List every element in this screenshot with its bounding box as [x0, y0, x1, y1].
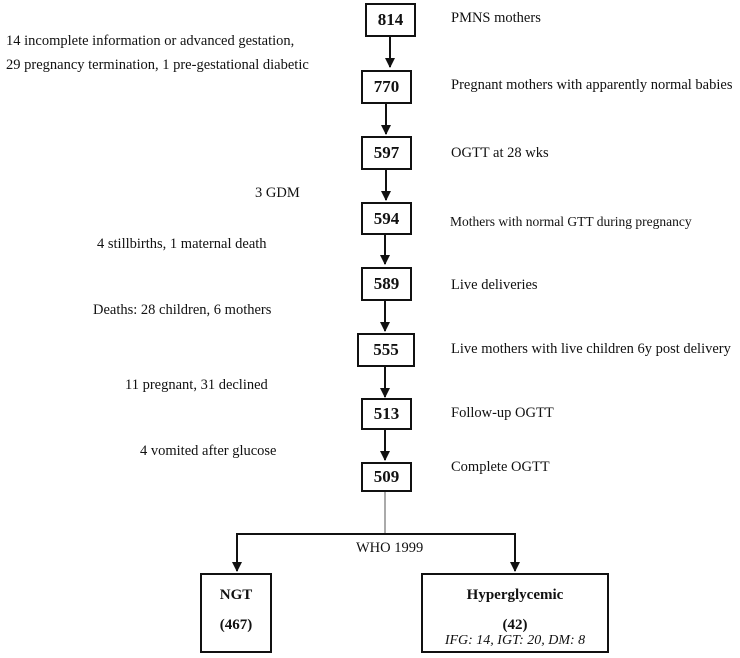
count-box-770: 770	[361, 70, 412, 104]
outcome-ngt-count: (467)	[219, 617, 253, 633]
outcome-hyperglycemic-title: Hyperglycemic	[466, 587, 564, 603]
step-label-ogtt-28wks: OGTT at 28 wks	[451, 145, 549, 161]
outcome-hyperglycemic-detail: IFG: 14, IGT: 20, DM: 8	[444, 633, 586, 648]
outcome-ngt-title: NGT	[219, 587, 253, 603]
step-label-follow-up-ogtt: Follow-up OGTT	[451, 405, 554, 421]
exclusion-note-4: Deaths: 28 children, 6 mothers	[93, 302, 272, 318]
exclusion-note-1: 14 incomplete information or advanced ge…	[6, 32, 309, 74]
count-box-594: 594	[361, 202, 412, 235]
step-label-normal-gtt: Mothers with normal GTT during pregnancy	[450, 214, 692, 229]
exclusion-note-6: 4 vomited after glucose	[140, 443, 277, 459]
count-box-513: 513	[361, 398, 412, 430]
outcome-box-ngt: NGT (467)	[200, 573, 272, 653]
outcome-box-hyperglycemic: Hyperglycemic (42) IFG: 14, IGT: 20, DM:…	[421, 573, 609, 653]
count-box-555: 555	[357, 333, 415, 367]
step-label-complete-ogtt: Complete OGTT	[451, 459, 550, 475]
step-label-pmns: PMNS mothers	[451, 10, 541, 26]
exclusion-note-2: 3 GDM	[255, 185, 300, 201]
step-label-normal-babies: Pregnant mothers with apparently normal …	[451, 77, 733, 93]
count-box-814: 814	[365, 3, 416, 37]
count-box-589: 589	[361, 267, 412, 301]
exclusion-note-3: 4 stillbirths, 1 maternal death	[97, 236, 267, 252]
outcome-hyperglycemic-count: (42)	[502, 617, 528, 633]
count-box-509: 509	[361, 462, 412, 492]
step-label-live-deliveries: Live deliveries	[451, 277, 538, 293]
split-label-who-1999: WHO 1999	[356, 540, 424, 556]
exclusion-note-1-line2: 29 pregnancy termination, 1 pre-gestatio…	[6, 57, 309, 73]
exclusion-note-5: 11 pregnant, 31 declined	[125, 377, 268, 393]
count-box-597: 597	[361, 136, 412, 170]
exclusion-note-1-line1: 14 incomplete information or advanced ge…	[6, 33, 295, 49]
step-label-6y-post-delivery: Live mothers with live children 6y post …	[451, 341, 731, 357]
